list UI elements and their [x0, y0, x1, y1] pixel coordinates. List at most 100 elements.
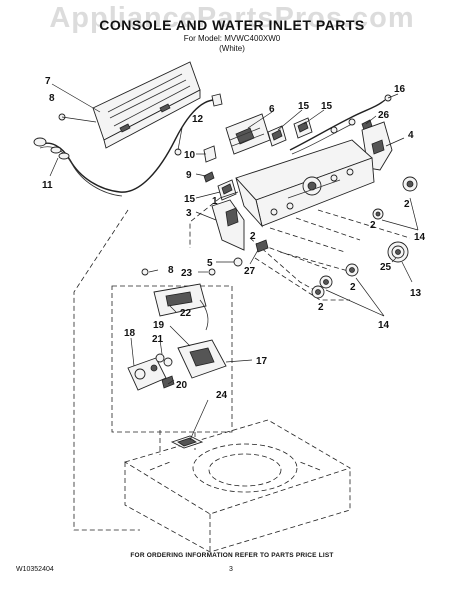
callout-2: 2 — [350, 282, 356, 293]
callout-3: 3 — [186, 208, 192, 219]
part-15-switch-a — [267, 125, 287, 147]
document-number: W10352404 — [16, 566, 54, 573]
leader-25 — [391, 257, 397, 263]
part-20-hose-clamp — [161, 375, 175, 389]
leader-21 — [159, 339, 163, 355]
callout-21: 21 — [152, 334, 164, 345]
part-10-bracket — [203, 145, 217, 163]
part-8-screw-lower — [141, 268, 149, 276]
callout-20: 20 — [176, 380, 188, 391]
part-8-screw-top — [58, 113, 97, 123]
leader-7 — [51, 83, 101, 113]
part-7-console-rear-panel — [92, 61, 201, 149]
leader-20 — [167, 379, 175, 385]
leader-15a — [277, 109, 303, 131]
callout-8: 8 — [168, 265, 174, 276]
callout-19: 19 — [153, 320, 165, 331]
leader-4 — [385, 137, 405, 147]
part-16-wire-lead — [289, 94, 392, 155]
part-17-mixing-valve — [177, 339, 227, 379]
part-2-knob-d — [319, 275, 333, 289]
part-2-knob-e — [311, 285, 325, 299]
callout-15: 15 — [184, 194, 196, 205]
callout-25: 25 — [380, 262, 392, 273]
part-24-pad — [170, 435, 204, 449]
knob-dashed-leader-b — [249, 237, 353, 293]
leader-13 — [401, 261, 413, 283]
callout-9: 9 — [186, 170, 192, 181]
callout-15: 15 — [321, 101, 333, 112]
callout-22: 22 — [180, 308, 192, 319]
part-11-wire-harness — [33, 93, 223, 197]
part-6-control-board — [225, 113, 271, 155]
part-2-knob-c — [345, 263, 359, 277]
console-dashed-frame — [189, 197, 350, 301]
part-21-valve-fittings — [155, 353, 173, 367]
part-27-actuator — [255, 239, 269, 253]
leader-19 — [169, 325, 191, 347]
console-front-panel — [235, 139, 375, 228]
knob-dashed-leader-a — [269, 209, 411, 253]
leader-3 — [195, 211, 217, 221]
page-number: 3 — [229, 566, 233, 573]
part-12-screw — [174, 127, 183, 156]
callout-2: 2 — [318, 302, 324, 313]
part-22-bracket — [153, 283, 209, 331]
callout-1: 1 — [212, 196, 218, 207]
leader-17 — [225, 359, 253, 363]
callout-11: 11 — [42, 180, 53, 191]
leader-18 — [130, 337, 135, 367]
callout-14: 14 — [378, 320, 390, 331]
leader-22 — [169, 305, 177, 313]
callout-13: 13 — [410, 288, 422, 299]
part-3-end-cap-left — [211, 199, 245, 251]
callout-8: 8 — [49, 93, 55, 104]
part-15-switch-b — [293, 117, 313, 139]
color-line: (White) — [219, 44, 245, 53]
part-2-knob-a — [402, 176, 418, 192]
leader-9 — [195, 173, 207, 177]
part-5-spring — [233, 257, 243, 267]
leader-15c — [195, 191, 221, 199]
callout-2: 2 — [250, 231, 256, 242]
callout-24: 24 — [216, 390, 228, 401]
leader-14b — [325, 277, 385, 317]
leader-16 — [387, 93, 399, 99]
assembly-dashed-frame — [73, 209, 140, 531]
leader-15b — [303, 109, 325, 125]
part-13-large-knob — [387, 241, 409, 263]
leader-26 — [365, 115, 377, 125]
ordering-info-note: FOR ORDERING INFORMATION REFER TO PARTS … — [130, 552, 334, 559]
diagram-title: CONSOLE AND WATER INLET PARTS — [99, 17, 365, 33]
leader-27 — [249, 249, 259, 265]
callout-6: 6 — [269, 104, 275, 115]
callout-2: 2 — [404, 199, 410, 210]
leader-6 — [247, 111, 273, 129]
callout-4: 4 — [408, 130, 414, 141]
callout-7: 7 — [45, 76, 51, 87]
leader-11 — [49, 157, 59, 177]
leader-8b — [148, 269, 159, 273]
watermark-text: AppliancePartsPros.com — [49, 2, 415, 34]
callout-15: 15 — [298, 101, 310, 112]
cabinet-top-base — [124, 419, 351, 553]
callout-27: 27 — [244, 266, 256, 277]
leader-14a — [381, 197, 419, 231]
callout-23: 23 — [181, 268, 193, 279]
part-15-switch-c — [217, 179, 237, 201]
callout-5: 5 — [207, 258, 213, 269]
part-9-clip — [203, 171, 215, 183]
part-23-screw — [208, 268, 216, 276]
model-line: For Model: MVWC400XW0 — [183, 34, 281, 43]
callout-26: 26 — [378, 110, 390, 121]
part-2-knob-b — [372, 208, 384, 220]
callout-18: 18 — [124, 328, 136, 339]
callout-2: 2 — [370, 220, 376, 231]
callout-17: 17 — [256, 356, 268, 367]
callout-16: 16 — [394, 84, 406, 95]
leader-1 — [219, 191, 239, 199]
callout-12: 12 — [192, 114, 204, 125]
callout-14: 14 — [414, 232, 426, 243]
